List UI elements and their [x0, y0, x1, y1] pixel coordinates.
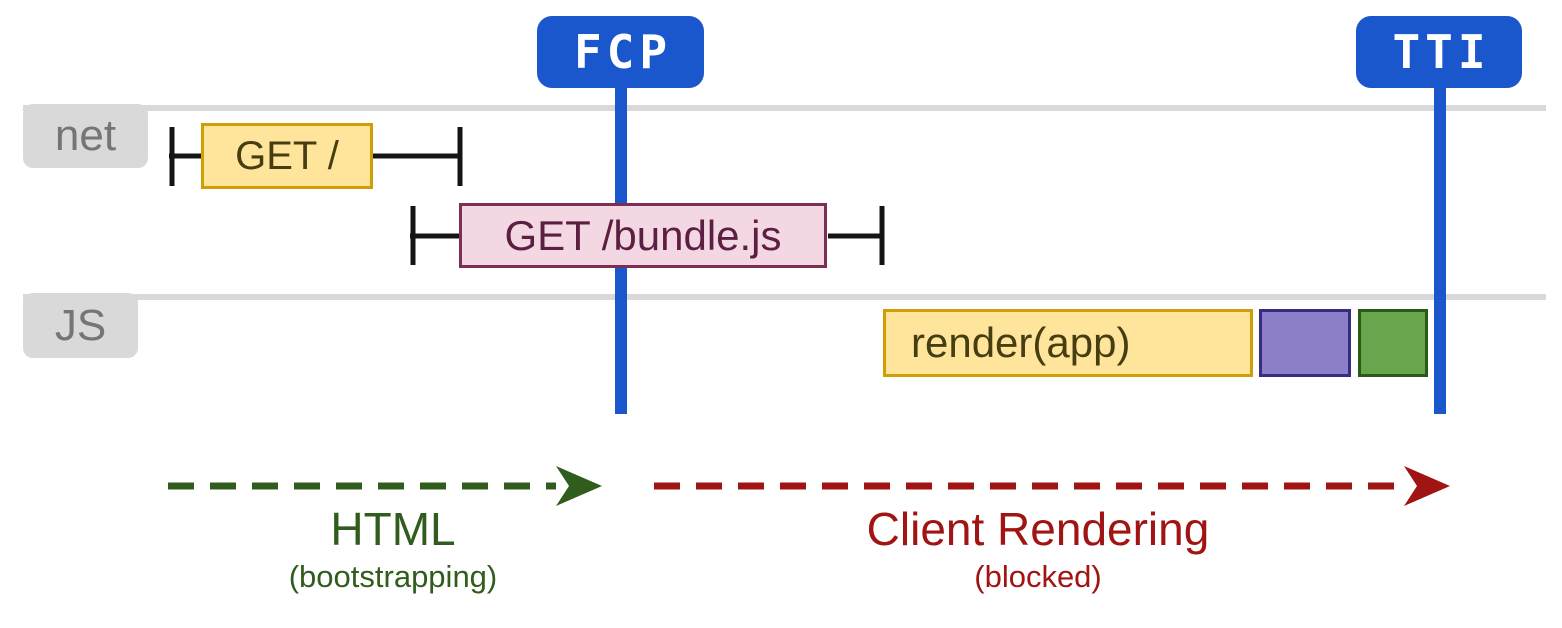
client-rendering-phase-arrow [654, 466, 1450, 506]
js-lane-line [23, 294, 1546, 300]
net-lane-label: net [23, 104, 148, 168]
purple-task-bar [1259, 309, 1351, 377]
render-app-task-label: render(app) [911, 319, 1131, 366]
client-rendering-phase-caption: Client Rendering (blocked) [778, 506, 1298, 592]
tti-timeline-line [1434, 84, 1446, 414]
html-phase-caption: HTML (bootstrapping) [143, 506, 643, 592]
client-rendering-phase-title: Client Rendering [866, 503, 1210, 555]
html-phase-arrow [168, 466, 602, 506]
get-bundle-request-bar: GET /bundle.js [459, 203, 827, 268]
green-task-bar [1358, 309, 1428, 377]
html-phase-title: HTML [330, 503, 456, 555]
js-lane-label: JS [23, 293, 138, 358]
net-lane-label-text: net [54, 111, 117, 160]
js-lane-label-text: JS [54, 300, 107, 350]
get-root-request-label: GET / [235, 133, 339, 178]
fcp-marker-label: FCP [573, 25, 673, 79]
net-lane-line [23, 105, 1546, 111]
arrowhead-icon [1404, 466, 1450, 506]
get-root-request-bar: GET / [201, 123, 373, 189]
tti-marker-badge: TTI [1356, 16, 1522, 88]
get-bundle-request-label: GET /bundle.js [504, 211, 782, 259]
render-app-task-bar: render(app) [883, 309, 1253, 377]
html-phase-subtitle: (bootstrapping) [288, 559, 498, 594]
client-rendering-phase-subtitle: (blocked) [974, 559, 1102, 594]
arrowhead-icon [556, 466, 602, 506]
tti-marker-label: TTI [1392, 25, 1491, 79]
fcp-marker-badge: FCP [537, 16, 704, 88]
